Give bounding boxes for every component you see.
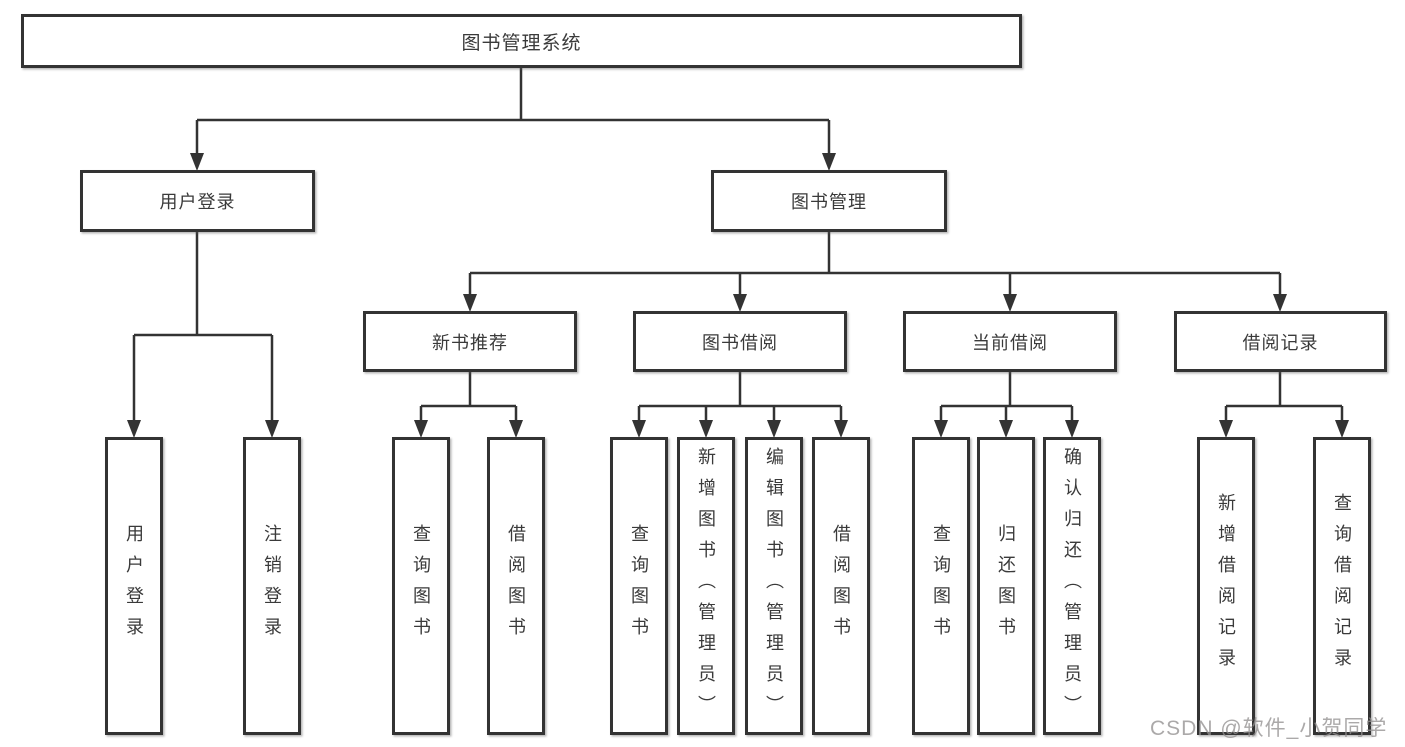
watermark: CSDN @软件_小贺同学 (1150, 717, 1388, 740)
node-book-borrow: 图书借阅 (633, 311, 847, 372)
leaf-add-book-admin: 新增图书（管理员） (677, 437, 735, 735)
node-system-label: 图书管理系统 (461, 32, 582, 54)
leaf-add-book-admin-label: 新增图书（管理员） (696, 446, 716, 726)
node-borrow-records-label: 借阅记录 (1242, 332, 1319, 353)
leaf-borrow-books: 借阅图书 (812, 437, 870, 735)
leaf-borrow-books-label: 借阅图书 (831, 524, 851, 648)
leaf-query-borrow-record-label: 查询借阅记录 (1332, 493, 1352, 679)
leaf-query-borrow-record: 查询借阅记录 (1313, 437, 1371, 735)
node-borrow-records: 借阅记录 (1174, 311, 1387, 372)
node-user-login: 用户登录 (80, 170, 315, 232)
leaf-borrow-books-recommend-label: 借阅图书 (506, 524, 526, 648)
leaf-query-books-recommend: 查询图书 (392, 437, 450, 735)
leaf-user-login: 用户登录 (105, 437, 163, 735)
leaf-query-books-current: 查询图书 (912, 437, 970, 735)
leaf-borrow-books-recommend: 借阅图书 (487, 437, 545, 735)
leaf-edit-book-admin: 编辑图书（管理员） (745, 437, 803, 735)
arrowheads (127, 153, 1349, 438)
node-current-borrow-label: 当前借阅 (972, 332, 1048, 353)
leaf-query-books-recommend-label: 查询图书 (411, 524, 431, 648)
node-book-management-label: 图书管理 (791, 192, 867, 212)
leaf-query-books-borrow: 查询图书 (610, 437, 668, 735)
leaf-user-login-label: 用户登录 (124, 524, 144, 648)
leaf-logout-label: 注销登录 (262, 524, 282, 648)
leaf-confirm-return-admin: 确认归还（管理员） (1043, 437, 1101, 735)
leaf-add-borrow-record: 新增借阅记录 (1197, 437, 1255, 735)
leaf-query-books-borrow-label: 查询图书 (629, 524, 649, 648)
node-book-borrow-label: 图书借阅 (702, 332, 778, 353)
node-user-login-label: 用户登录 (159, 192, 236, 212)
leaf-return-book: 归还图书 (977, 437, 1035, 735)
node-new-book-recommend: 新书推荐 (363, 311, 577, 372)
leaf-add-borrow-record-label: 新增借阅记录 (1216, 493, 1236, 679)
node-current-borrow: 当前借阅 (903, 311, 1117, 372)
leaf-query-books-current-label: 查询图书 (931, 524, 951, 648)
node-book-management: 图书管理 (711, 170, 947, 232)
leaf-edit-book-admin-label: 编辑图书（管理员） (764, 446, 784, 726)
node-new-book-recommend-label: 新书推荐 (432, 332, 508, 353)
leaf-confirm-return-admin-label: 确认归还（管理员） (1062, 446, 1082, 726)
leaf-logout: 注销登录 (243, 437, 301, 735)
node-system: 图书管理系统 (21, 14, 1022, 68)
leaf-return-book-label: 归还图书 (996, 524, 1016, 648)
